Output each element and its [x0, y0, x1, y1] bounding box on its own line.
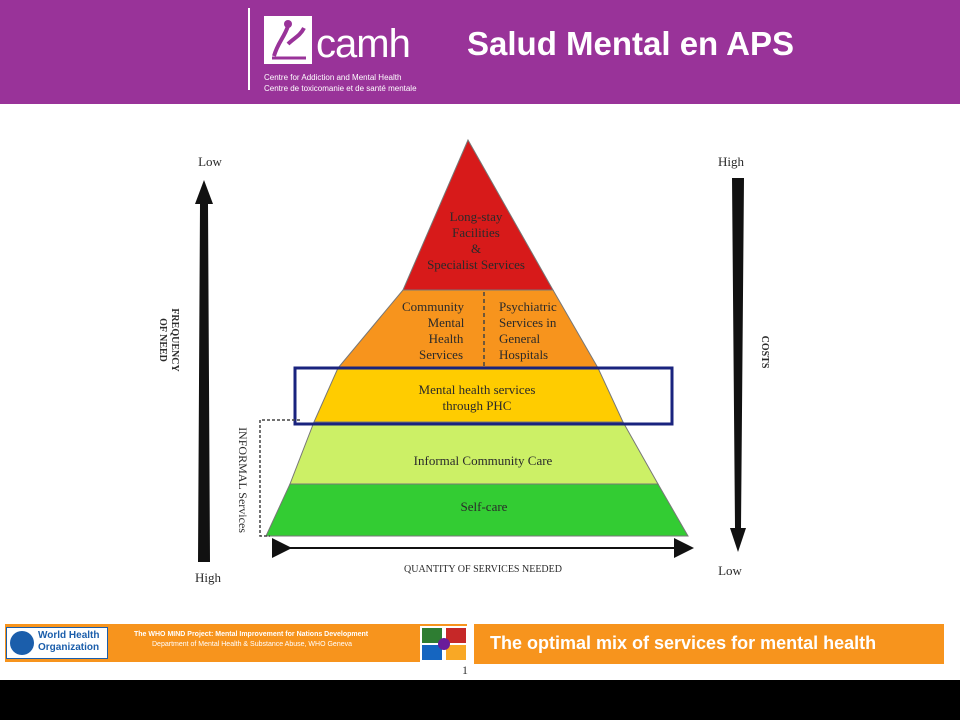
mind-project-title: The WHO MIND Project: Mental Improvement…: [134, 631, 369, 638]
frequency-arrow: [195, 180, 213, 562]
frequency-high-label: High: [195, 570, 222, 585]
costs-label: COSTS: [759, 336, 770, 369]
frequency-low-label: Low: [198, 154, 222, 169]
optimal-mix-banner: [474, 624, 944, 664]
pyramid-level-selfcare: [265, 483, 689, 537]
who-name: World Health Organization: [38, 630, 100, 653]
header-bar: camh Centre for Addiction and Mental Hea…: [0, 0, 960, 104]
phc-highlight-box: [293, 366, 674, 426]
who-globe-icon: [10, 631, 34, 655]
level-informal-text: Informal Community Care: [414, 453, 553, 468]
camh-logo-text: camh: [316, 22, 411, 66]
costs-low-label: Low: [718, 563, 742, 578]
costs-high-label: High: [718, 154, 745, 169]
costs-arrow: [730, 178, 746, 552]
page-number: 1: [462, 663, 468, 677]
mind-project-icon: [420, 626, 468, 662]
pyramid-level-community: [336, 289, 599, 369]
informal-services-label: INFORMAL Services: [236, 427, 250, 533]
frequency-label: FREQUENCYOF NEED: [157, 308, 180, 372]
bottom-black-bar: [0, 680, 960, 720]
header-divider: [248, 8, 250, 90]
informal-bracket: [259, 419, 300, 537]
slide-title: Salud Mental en APS: [467, 25, 795, 62]
level-selfcare-text: Self-care: [461, 499, 508, 514]
mind-department: Department of Mental Health & Substance …: [152, 641, 352, 648]
quantity-label: QUANTITY OF SERVICES NEEDED: [404, 564, 562, 575]
optimal-mix-text: The optimal mix of services for mental h…: [490, 633, 877, 653]
camh-logo-subtitle: Centre for Addiction and Mental Health C…: [264, 73, 417, 93]
camh-logo-icon: [264, 16, 312, 64]
who-logo: World Health Organization: [6, 627, 108, 659]
